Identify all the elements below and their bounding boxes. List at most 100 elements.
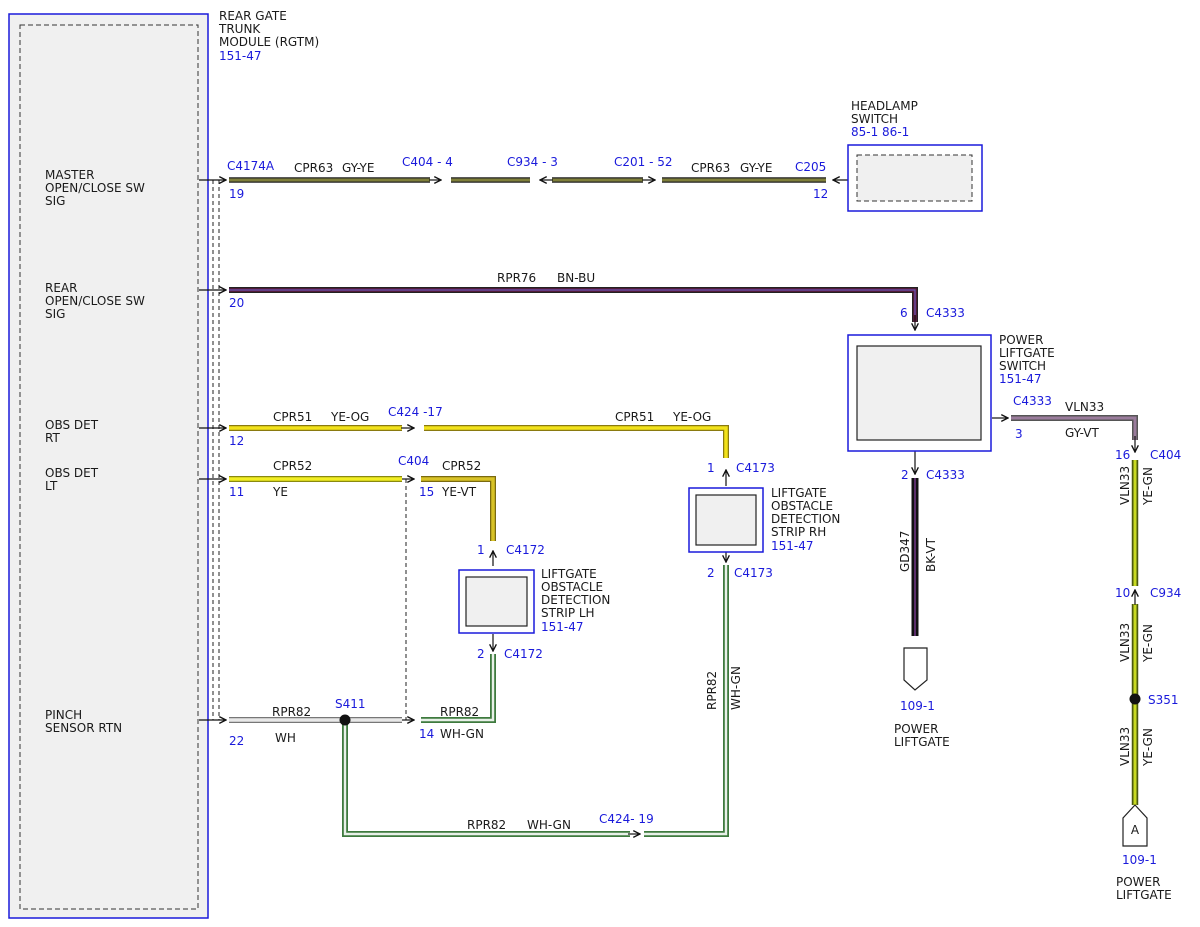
circuit-vln33-3: VLN33 [1118, 727, 1132, 766]
connector-c205[interactable]: C205 [795, 160, 826, 174]
obstacle-strip-lh[interactable] [458, 569, 535, 634]
headlamp-switch[interactable] [847, 144, 983, 212]
plg-switch-name-2: LIFTGATE [999, 346, 1055, 360]
ground-name-1: POWER [894, 722, 938, 736]
plg-switch-ref[interactable]: 151-47 [999, 372, 1042, 386]
color-gy-ye-right: GY-YE [740, 161, 772, 175]
offpage-name-1: POWER [1116, 875, 1160, 889]
pin-c4333-3: 3 [1015, 427, 1023, 441]
pin-label-master-2: OPEN/CLOSE SW [45, 181, 145, 195]
color-ye-gn-2: YE-GN [1141, 624, 1155, 663]
circuit-rpr82-bottom: RPR82 [467, 818, 506, 832]
strip-rh-ref[interactable]: 151-47 [771, 539, 814, 553]
wire-rpr82-wh-gn-rh[interactable] [342, 565, 729, 837]
circuit-vln33-1: VLN33 [1118, 466, 1132, 505]
circuit-cpr51-left: CPR51 [273, 410, 312, 424]
strip-lh-name-2: OBSTACLE [541, 580, 603, 594]
offpage-letter: A [1131, 823, 1140, 837]
pin-label-obs-rt-2: RT [45, 431, 60, 445]
connector-c404-right[interactable]: C404 [1150, 448, 1181, 462]
circuit-rpr82-mid: RPR82 [440, 705, 479, 719]
color-gy-vt: GY-VT [1065, 426, 1099, 440]
strip-lh-name-3: DETECTION [541, 593, 610, 607]
color-ye-og-left: YE-OG [330, 410, 369, 424]
offpage-connector-a[interactable] [1122, 804, 1148, 847]
wire-cpr51-ye-og[interactable] [229, 425, 729, 458]
ground-name-2: LIFTGATE [894, 735, 950, 749]
ground-ref[interactable]: 109-1 [900, 699, 935, 713]
connector-c4174a[interactable]: C4174A [227, 159, 275, 173]
connector-labels: C4174A C404 - 4 C934 - 3 C201 - 52 C205 … [227, 155, 1181, 826]
wire-rpr76-bn-bu[interactable] [229, 287, 918, 322]
circuit-rpr76: RPR76 [497, 271, 536, 285]
circuit-cpr63-left: CPR63 [294, 161, 333, 175]
rgtm-ref[interactable]: 151-47 [219, 49, 262, 63]
headlamp-ref[interactable]: 85-1 86-1 [851, 125, 909, 139]
connector-c4333-right[interactable]: C4333 [1013, 394, 1052, 408]
splice-label-s411[interactable]: S411 [335, 697, 366, 711]
offpage-name-2: LIFTGATE [1116, 888, 1172, 902]
wire-rpr82-wh-gn-lh[interactable] [421, 654, 496, 723]
pin-label-obs-lt-1: OBS DET [45, 466, 99, 480]
pin-c4172-1: 1 [477, 543, 485, 557]
connector-c4333-top[interactable]: C4333 [926, 306, 965, 320]
rgtm-name-1: REAR GATE [219, 9, 287, 23]
color-wh-gn-mid: WH-GN [440, 727, 484, 741]
rgtm-name-2: TRUNK [218, 22, 261, 36]
connector-c4333-bottom[interactable]: C4333 [926, 468, 965, 482]
splice-s411[interactable] [339, 714, 351, 726]
splice-s351[interactable] [1129, 693, 1141, 705]
color-ye-og-right: YE-OG [672, 410, 711, 424]
connector-c424-17[interactable]: C424 -17 [388, 405, 443, 419]
connector-c934-right[interactable]: C934 [1150, 586, 1181, 600]
pin-rgtm-20: 20 [229, 296, 244, 310]
circuit-vln33-2: VLN33 [1118, 623, 1132, 662]
pin-rgtm-22: 22 [229, 734, 244, 748]
pin-label-pinch-1: PINCH [45, 708, 82, 722]
circuit-gd347: GD347 [898, 531, 912, 572]
color-gy-ye-left: GY-YE [342, 161, 374, 175]
connector-c201-52[interactable]: C201 - 52 [614, 155, 673, 169]
pin-label-master-1: MASTER [45, 168, 94, 182]
pin-entry-arrows [199, 180, 226, 720]
plg-switch-name-1: POWER [999, 333, 1043, 347]
pin-label-rear-1: REAR [45, 281, 77, 295]
strip-rh-name-1: LIFTGATE [771, 486, 827, 500]
strip-rh-name-2: OBSTACLE [771, 499, 833, 513]
pin-rgtm-11: 11 [229, 485, 244, 499]
circuit-rpr82-vert: RPR82 [705, 671, 719, 710]
connector-c934-3[interactable]: C934 - 3 [507, 155, 558, 169]
obstacle-strip-rh[interactable] [688, 487, 764, 553]
connector-c404-mid[interactable]: C404 [398, 454, 429, 468]
circuit-cpr51-right: CPR51 [615, 410, 654, 424]
circuit-cpr63-right: CPR63 [691, 161, 730, 175]
strip-lh-ref[interactable]: 151-47 [541, 620, 584, 634]
color-ye-gn-3: YE-GN [1141, 728, 1155, 767]
connector-c4172-bottom[interactable]: C4172 [504, 647, 543, 661]
strip-lh-name-4: STRIP LH [541, 606, 595, 620]
wire-vln33-gy-vt[interactable] [1011, 415, 1138, 440]
color-ye-gn-1: YE-GN [1141, 467, 1155, 506]
plg-switch-name-3: SWITCH [999, 359, 1046, 373]
circuit-cpr52-right: CPR52 [442, 459, 481, 473]
connector-c424-19[interactable]: C424- 19 [599, 812, 654, 826]
strip-lh-name-1: LIFTGATE [541, 567, 597, 581]
pin-c4172-2: 2 [477, 647, 485, 661]
pin-numbers: 19 20 12 11 22 12 6 2 3 1 2 1 2 15 14 16… [229, 187, 1130, 748]
pin-c4173-2: 2 [707, 566, 715, 580]
connector-c4173-top[interactable]: C4173 [736, 461, 775, 475]
connector-c404-4[interactable]: C404 - 4 [402, 155, 453, 169]
pin-c404-14: 14 [419, 727, 434, 741]
connector-c4173-bottom[interactable]: C4173 [734, 566, 773, 580]
wire-cpr52-ye-vt[interactable] [421, 476, 496, 541]
color-bn-bu: BN-BU [557, 271, 595, 285]
connector-c4172-top[interactable]: C4172 [506, 543, 545, 557]
pin-label-rear-3: SIG [45, 307, 65, 321]
offpage-ref[interactable]: 109-1 [1122, 853, 1157, 867]
splice-label-s351[interactable]: S351 [1148, 693, 1179, 707]
pin-label-obs-lt-2: LT [45, 479, 58, 493]
circuit-rpr82-left: RPR82 [272, 705, 311, 719]
power-liftgate-switch[interactable] [847, 334, 992, 452]
pin-c404-16: 16 [1115, 448, 1130, 462]
